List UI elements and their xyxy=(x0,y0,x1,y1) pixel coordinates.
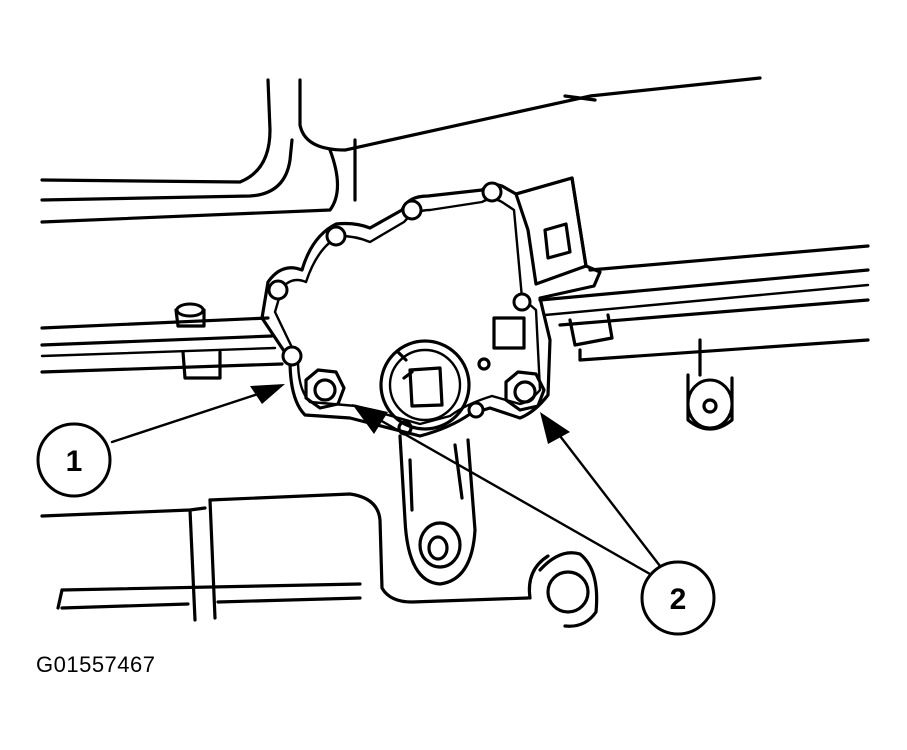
callout-1-leader xyxy=(110,384,285,444)
callout-2: 2 xyxy=(640,560,716,636)
sensor-body xyxy=(260,176,602,438)
bolt-right xyxy=(504,370,546,412)
lower-case xyxy=(40,492,599,628)
callout-2-leader-left xyxy=(352,404,652,576)
right-rails xyxy=(538,244,870,431)
callout-1: 1 xyxy=(36,422,112,498)
shaft xyxy=(379,339,471,431)
bolt-left xyxy=(304,368,346,410)
upper-housing xyxy=(40,76,762,224)
figure-id-label: G01557467 xyxy=(36,652,156,677)
callout-1-number: 1 xyxy=(66,445,83,478)
manual-lever xyxy=(397,420,477,586)
left-rails xyxy=(40,302,284,380)
callout-2-number: 2 xyxy=(670,583,687,616)
callout-2-leader-right xyxy=(540,412,662,568)
